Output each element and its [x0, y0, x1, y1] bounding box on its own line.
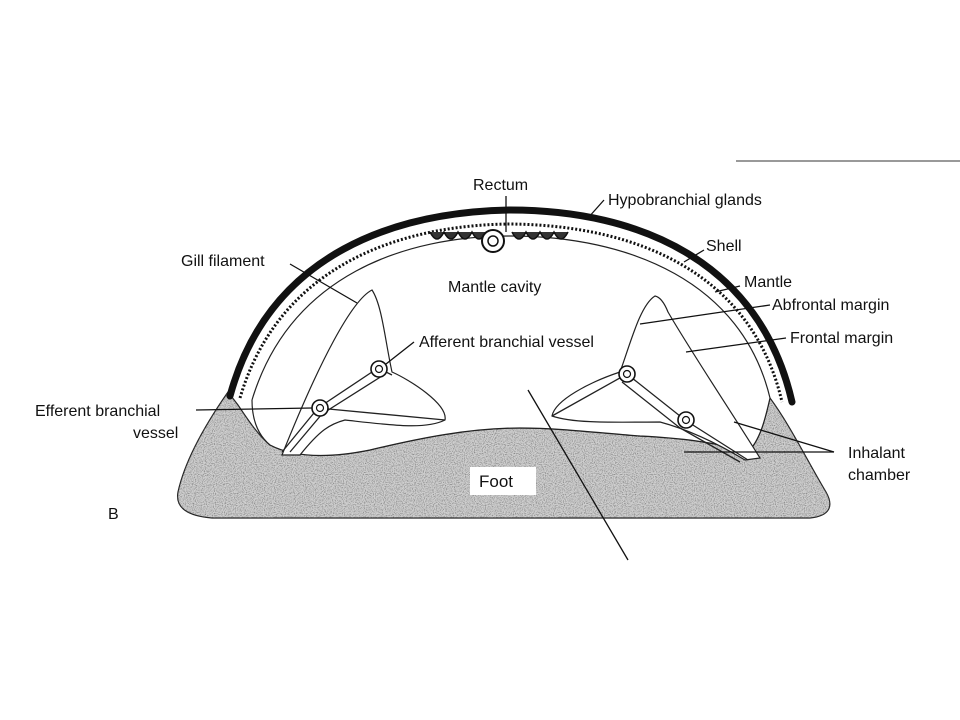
- rectum: [481, 229, 505, 253]
- shell: [226, 206, 796, 406]
- label-foot: Foot: [479, 472, 513, 491]
- label-frontal-margin: Frontal margin: [790, 330, 893, 347]
- left-gill-filament: [281, 289, 446, 456]
- label-mantle-cavity: Mantle cavity: [448, 279, 541, 296]
- label-shell: Shell: [706, 238, 742, 255]
- label-abfrontal-margin: Abfrontal margin: [772, 297, 889, 314]
- hypobranchial-glands: [429, 230, 569, 240]
- label-inhalant-line1: Inhalant: [848, 445, 905, 462]
- leader-lines: [195, 196, 835, 561]
- label-afferent-branchial-vessel: Afferent branchial vessel: [419, 334, 594, 351]
- label-gill-filament: Gill filament: [181, 253, 265, 270]
- label-hypobranchial-glands: Hypobranchial glands: [608, 192, 762, 209]
- label-efferent-branchial-line2: vessel: [133, 425, 178, 442]
- foot-label-box: [470, 467, 536, 495]
- label-rectum: Rectum: [473, 177, 528, 194]
- label-efferent-branchial-line1: Efferent branchial: [35, 403, 160, 420]
- right-gill-filament: [551, 295, 762, 463]
- panel-letter: B: [108, 506, 119, 523]
- label-mantle: Mantle: [744, 274, 792, 291]
- label-inhalant-line2: chamber: [848, 467, 911, 484]
